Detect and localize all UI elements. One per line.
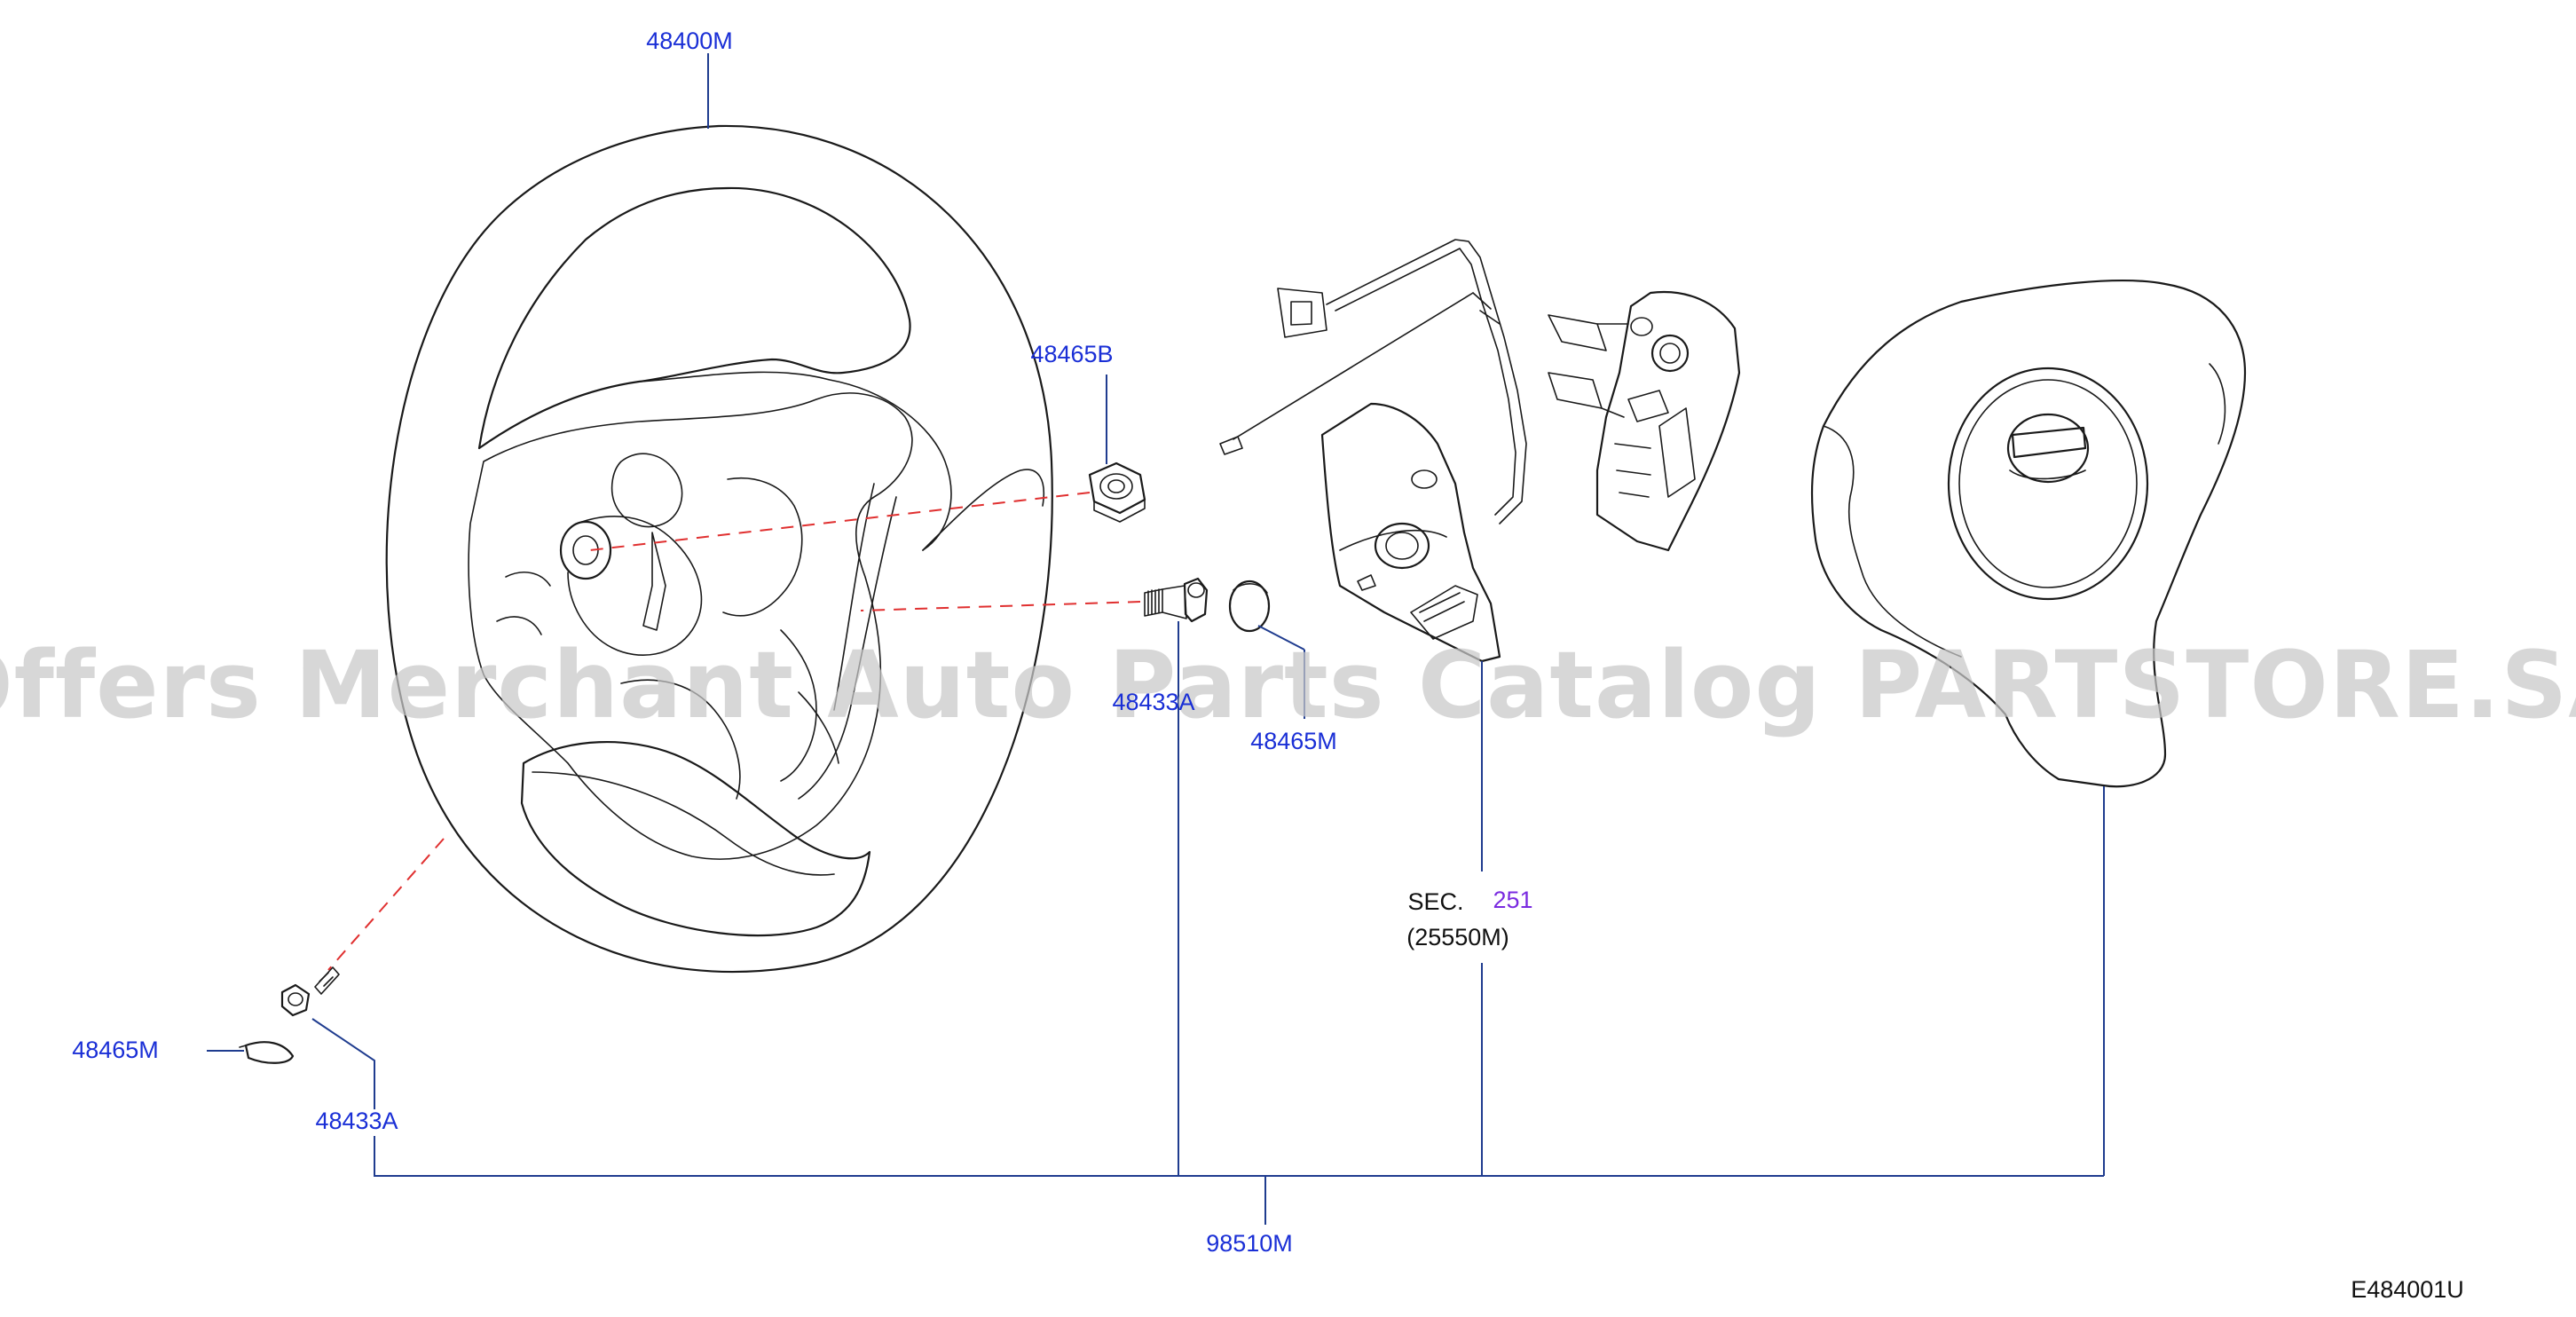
nut-part bbox=[1088, 461, 1146, 523]
label-48433a-left[interactable]: 48433A bbox=[315, 1108, 398, 1134]
cap-left-part bbox=[239, 1041, 295, 1064]
label-98510m[interactable]: 98510M bbox=[1206, 1230, 1293, 1257]
bolt-center-part bbox=[1144, 577, 1209, 623]
part-labels: 48400M 48465B 48433A 48465M SEC. 251 (25… bbox=[72, 28, 2464, 1303]
center-lines bbox=[327, 492, 1141, 971]
figure-code: E484001U bbox=[2351, 1276, 2464, 1303]
cap-center-part bbox=[1228, 580, 1271, 633]
label-sec-251[interactable]: 251 bbox=[1493, 887, 1532, 913]
label-48400m[interactable]: 48400M bbox=[646, 28, 733, 54]
airbag-module-part bbox=[1810, 279, 2247, 788]
leader-lines bbox=[207, 53, 2105, 1225]
label-48465m-left[interactable]: 48465M bbox=[72, 1037, 159, 1063]
label-48465b[interactable]: 48465B bbox=[1030, 341, 1113, 367]
switch-assembly-part bbox=[1219, 239, 1741, 663]
label-sec-prefix: SEC. bbox=[1407, 888, 1463, 915]
label-48465m-center[interactable]: 48465M bbox=[1250, 728, 1337, 754]
watermark-text: Offers Merchant Auto Parts Catalog PARTS… bbox=[0, 631, 2576, 739]
steering-wheel-part bbox=[385, 124, 1053, 974]
label-48433a-center[interactable]: 48433A bbox=[1112, 689, 1194, 715]
bolt-left-part bbox=[280, 966, 340, 1017]
label-25550m: (25550M) bbox=[1406, 924, 1509, 950]
